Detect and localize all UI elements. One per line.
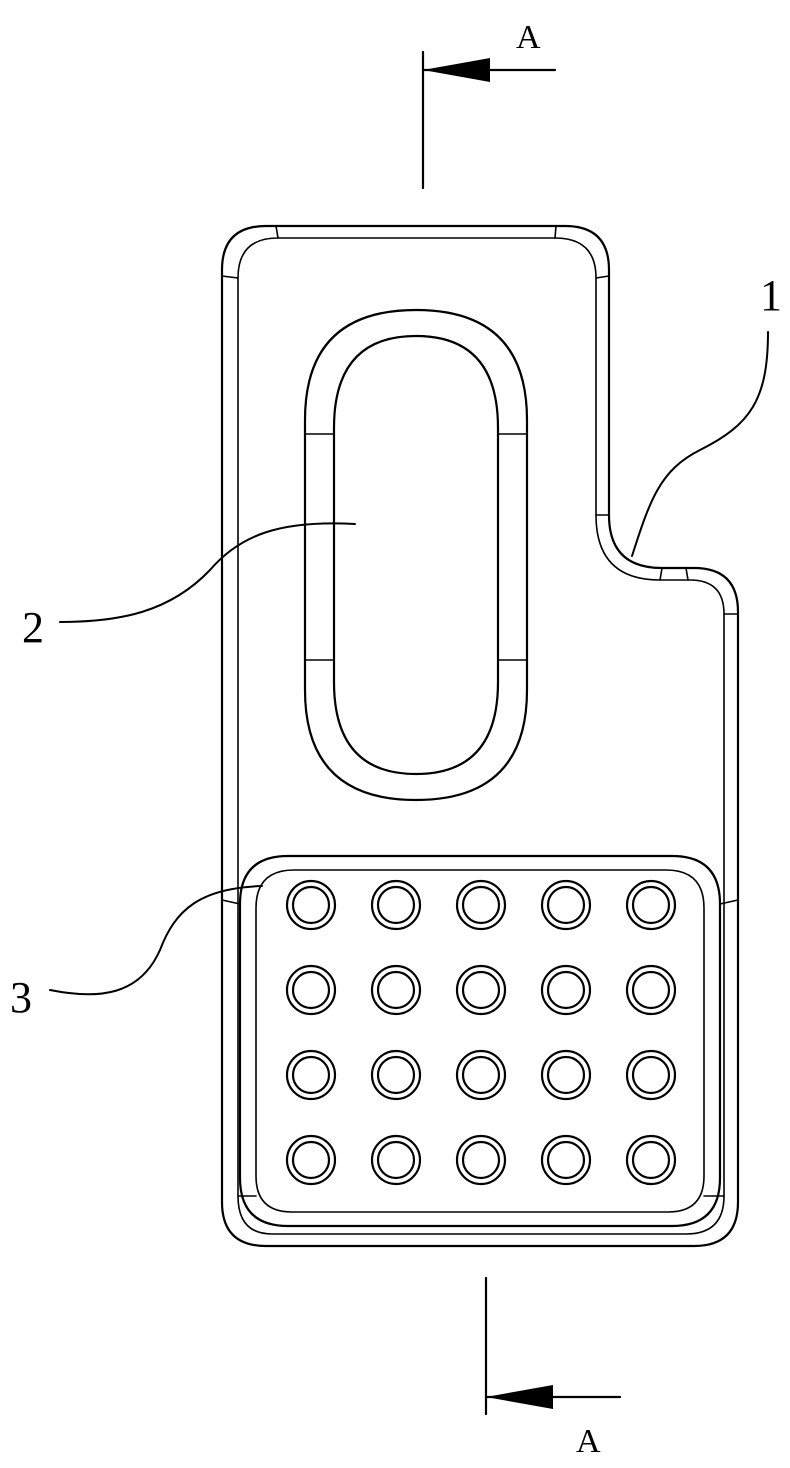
perforation-hole <box>631 1140 671 1180</box>
perforation-hole <box>546 1055 586 1095</box>
section-arrow-bottom-icon <box>486 1385 553 1409</box>
perforation-hole <box>285 964 337 1016</box>
callout-1: 1 <box>631 271 782 557</box>
perforation-hole <box>291 885 331 925</box>
perforation-hole <box>540 879 592 931</box>
perforation-hole <box>376 970 416 1010</box>
perforation-hole <box>370 879 422 931</box>
perforation-hole <box>455 879 507 931</box>
perforation-hole <box>540 964 592 1016</box>
perforation-hole <box>370 964 422 1016</box>
perforated-pad <box>221 854 739 1228</box>
perforation-hole <box>455 1049 507 1101</box>
perforation-hole <box>461 885 501 925</box>
section-label-top: A <box>516 19 541 56</box>
perforation-hole <box>625 964 677 1016</box>
perforation-hole <box>376 885 416 925</box>
oblong-slot <box>303 308 529 802</box>
section-label-bottom: A <box>576 1423 601 1460</box>
perforation-hole <box>631 1055 671 1095</box>
section-marker-bottom: A <box>484 1276 622 1460</box>
perforation-hole <box>461 1140 501 1180</box>
perforation-hole <box>461 1055 501 1095</box>
perforation-hole <box>631 885 671 925</box>
perforation-hole <box>631 970 671 1010</box>
callout-label-1: 1 <box>760 271 782 320</box>
perforation-hole <box>461 970 501 1010</box>
perforation-hole <box>370 1049 422 1101</box>
hole-grid <box>285 879 677 1186</box>
perforation-hole <box>285 1134 337 1186</box>
section-marker-top: A <box>421 19 557 190</box>
callout-label-3: 3 <box>10 973 32 1022</box>
perforation-hole <box>625 1134 677 1186</box>
perforation-hole <box>455 964 507 1016</box>
callout-3: 3 <box>10 885 263 1022</box>
perforation-hole <box>370 1134 422 1186</box>
perforation-hole <box>285 879 337 931</box>
perforation-hole <box>455 1134 507 1186</box>
perforation-hole <box>540 1049 592 1101</box>
perforation-hole <box>376 1140 416 1180</box>
callout-2: 2 <box>22 522 356 652</box>
perforation-hole <box>376 1055 416 1095</box>
perforation-hole <box>546 970 586 1010</box>
section-arrow-top-icon <box>423 58 490 82</box>
perforation-hole <box>291 1055 331 1095</box>
perforation-hole <box>291 1140 331 1180</box>
perforation-hole <box>625 1049 677 1101</box>
plate-outline <box>220 224 740 1248</box>
perforation-hole <box>285 1049 337 1101</box>
perforation-hole <box>546 885 586 925</box>
perforation-hole <box>291 970 331 1010</box>
callout-label-2: 2 <box>22 603 44 652</box>
perforation-hole <box>625 879 677 931</box>
perforation-hole <box>546 1140 586 1180</box>
perforation-hole <box>540 1134 592 1186</box>
